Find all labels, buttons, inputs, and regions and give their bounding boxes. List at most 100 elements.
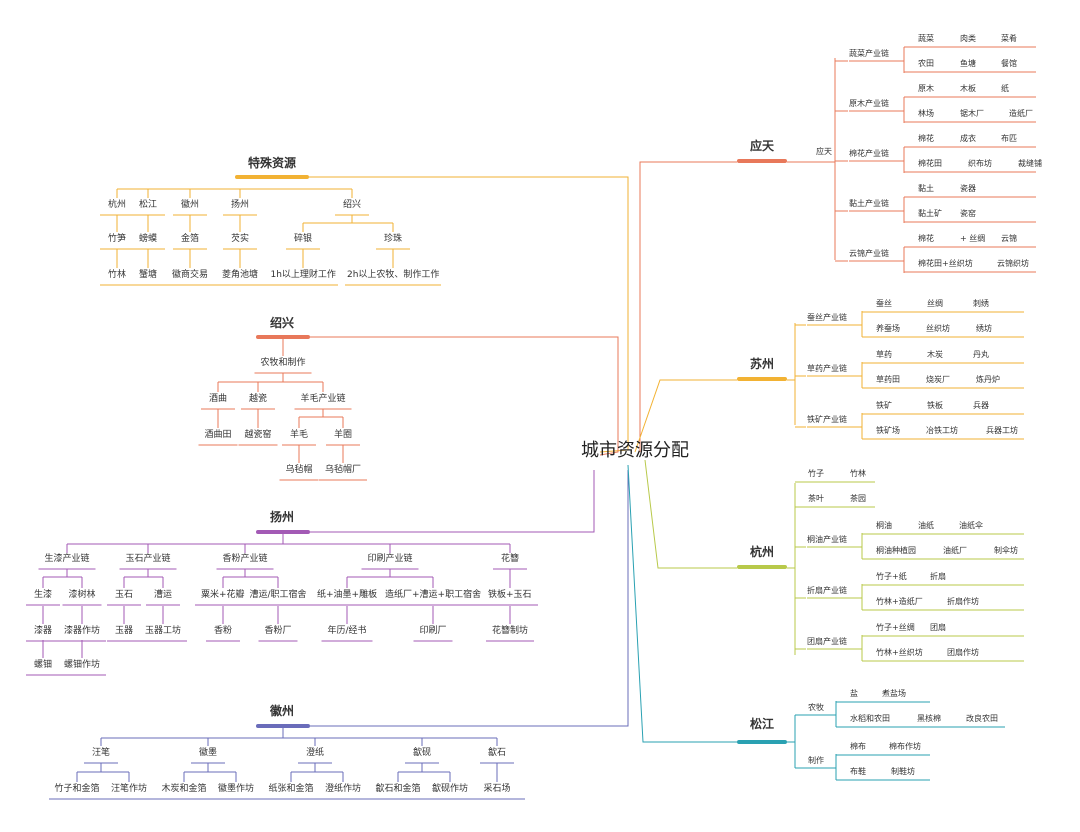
branch-songjiang [627,464,737,743]
yingtian-cell-4-0-1: + 丝绸 [960,234,986,243]
yingtian-cell-0-0-0: 蔬菜 [918,34,934,43]
suzhou-cell-0-1-0: 养蚕场 [876,324,900,333]
yangzhou-leaf-1-0-0: 玉器 [115,626,134,636]
item-3-1: 菱角池塘 [222,270,259,280]
city-0: 杭州 [108,200,127,210]
yangzhou-leaf-2-0-0: 香粉 [214,626,233,636]
suzhou-cell-2-0-1: 铁板 [927,401,943,410]
yingtian-cell-3-1-1: 瓷窑 [960,209,976,218]
hangzhou-cell-0-1-1: 油纸厂 [943,546,967,555]
shaoxing-wool-item-0: 羊毛 [290,430,309,440]
city-2: 徽州 [181,200,200,210]
yangzhou-leaf-3-1-0: 印刷厂 [419,626,447,636]
topic-songjiang: 松江 [750,717,775,731]
huizhou-item-0: 汪笔 [92,748,111,758]
yangzhou-chain-4: 花簪 [501,554,520,564]
yingtian-cell-1-0-1: 木板 [960,84,976,93]
suzhou-cell-2-1-1: 冶铁工坊 [926,426,958,435]
songjiang-cell-1-0-1: 棉布作坊 [889,742,921,751]
hangzhou-cell-2-0-0: 竹子+丝绸 [876,623,915,632]
special-shaoxing: 绍兴 [343,200,362,210]
yingtian-cell-1-1-0: 林场 [918,109,934,118]
yangzhou-chain-0: 生漆产业链 [44,554,90,564]
yingtian-cell-0-0-2: 菜肴 [1001,34,1017,43]
branch-yangzhou [310,470,595,533]
yangzhou-item-1-1: 漕运 [154,590,173,600]
item-2-0: 金箔 [181,234,200,244]
yingtian-cell-2-0-0: 棉花 [918,134,934,143]
hangzhou-cell-1-0-1: 折扇 [930,572,946,581]
shaoxing-wool-leaf-1: 乌毡帽厂 [325,465,362,475]
hangzhou-cell-0-0-1: 油纸 [918,521,934,530]
branch-suzhou [634,379,737,453]
huizhou-item-3: 歙砚 [413,748,432,758]
item-2-1: 徽商交易 [172,270,209,280]
yangzhou-leaf-3-0-0: 年历/经书 [327,626,367,636]
huizhou-leaf-2-1: 澄纸作坊 [325,784,362,794]
yingtian-cell-1-1-2: 造纸厂 [1009,109,1033,118]
yingtian-cell-0-0-1: 肉类 [960,34,976,43]
yangzhou-leaf-0-0-1: 螺钿 [34,660,53,670]
yangzhou-leaf-1-1-0: 玉器工坊 [145,626,182,636]
huizhou-leaf-4-0: 采石场 [483,784,511,794]
yangzhou-item-1-0: 玉石 [115,590,134,600]
suzhou-cell-2-1-0: 铁矿场 [876,426,900,435]
songjiang-cell-0-1-2: 改良农田 [966,714,998,723]
yingtian-cell-1-0-2: 纸 [1001,84,1009,93]
yangzhou-item-3-1: 造纸厂+漕运+职工宿舍 [385,590,482,600]
yingtian-cell-3-0-0: 黏土 [918,184,934,193]
yingtian-cell-3-0-1: 瓷器 [960,184,976,193]
hangzhou-cell-0-1-0: 桐油种植园 [876,546,916,555]
songjiang-chain-0: 农牧 [808,703,824,712]
yingtian-cell-4-0-2: 云锦 [1001,234,1017,243]
yingtian-chain-3: 黏土产业链 [849,199,889,208]
yingtian-cell-3-1-0: 黏土矿 [918,209,942,218]
yingtian-cell-2-0-1: 成衣 [960,134,976,143]
special-shaoxing-item-0: 碎银 [294,234,313,244]
yingtian-chain-2: 棉花产业链 [849,149,889,158]
topic-hangzhou: 杭州 [750,545,775,559]
suzhou-cell-1-0-1: 木炭 [927,350,943,359]
yangzhou-item-0-0: 生漆 [34,590,53,600]
suzhou-cell-0-0-1: 丝绸 [927,299,943,308]
hangzhou-cell-1-0-0: 竹子+纸 [876,572,907,581]
yingtian-cell-0-1-1: 鱼塘 [960,59,976,68]
hangzhou-cell-1-1-0: 竹林+造纸厂 [876,597,923,606]
topic-yangzhou: 扬州 [270,510,295,524]
yingtian-cell-2-0-2: 布匹 [1001,134,1017,143]
shaoxing-group: 农牧和制作 [260,358,306,368]
shaoxing-leaf-0: 酒曲田 [204,430,232,440]
topic-huizhou: 徽州 [270,704,295,718]
suzhou-cell-1-0-0: 草药 [876,350,892,359]
hangzhou-cell-2-1-1: 团扇作坊 [947,648,979,657]
songjiang-cell-1-0-0: 棉布 [850,742,866,751]
branch-huizhou [310,470,629,727]
item-3-0: 芡实 [231,234,250,244]
suzhou-cell-1-1-0: 草药田 [876,375,900,384]
huizhou-leaf-1-0: 木炭和金箔 [161,784,207,794]
shaoxing-item-0: 酒曲 [209,394,228,404]
suzhou-cell-1-1-2: 炼丹炉 [976,375,1000,384]
shaoxing-item-1: 越瓷 [249,394,268,404]
city-1: 松江 [139,200,158,210]
yangzhou-leaf-2-1-0: 香粉厂 [264,626,292,636]
topic-special-resources: 特殊资源 [248,156,297,170]
branch-special-resources [309,176,629,453]
yangzhou-item-2-1: 漕运/职工宿舍 [249,590,307,600]
yangzhou-leaf-4-0-0: 花簪制坊 [492,626,529,636]
item-1-1: 蟹塘 [139,270,158,280]
songjiang-cell-1-1-1: 制鞋坊 [891,767,915,776]
yingtian-cell-4-1-1: 云锦织坊 [997,259,1029,268]
yingtian-cell-0-1-0: 农田 [918,59,934,68]
songjiang-cell-0-0-1: 煮盐场 [882,689,906,698]
branch-yingtian [639,161,737,452]
hangzhou-cell-0-0-2: 油纸伞 [959,521,983,530]
suzhou-cell-2-0-0: 铁矿 [876,401,892,410]
branch-hangzhou [644,459,737,569]
hangzhou-chain-0: 桐油产业链 [807,535,847,544]
suzhou-cell-1-1-1: 烧炭厂 [926,375,950,384]
shaoxing-wool-leaf-0: 乌毡帽 [285,465,313,475]
yangzhou-leaf-0-1-1: 螺钿作坊 [64,660,101,670]
